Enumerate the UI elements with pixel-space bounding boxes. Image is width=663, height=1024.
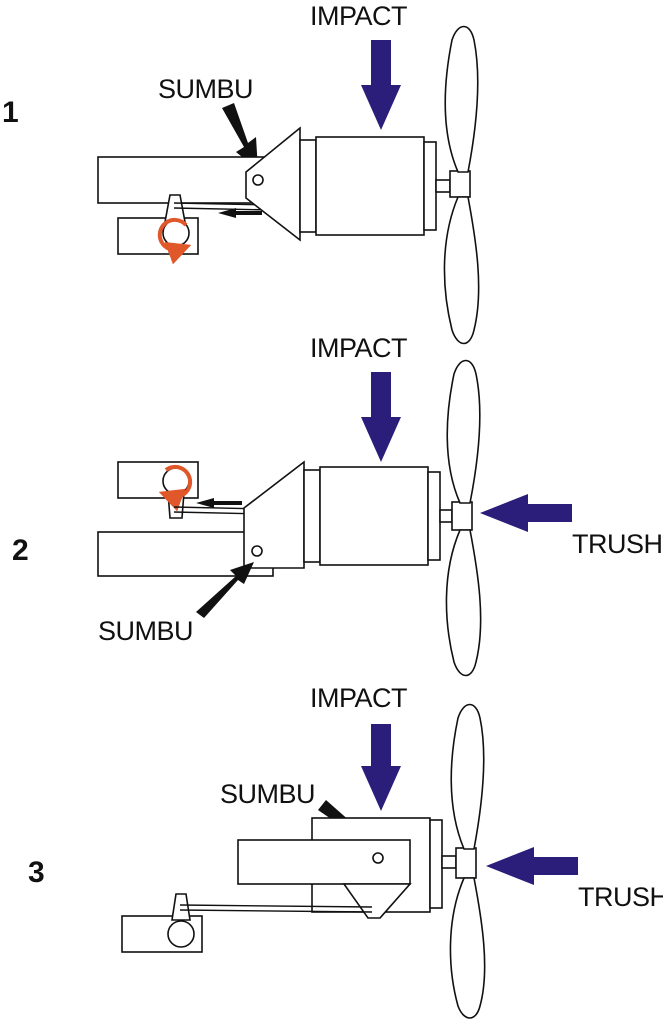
panel-1: 1 IMPACT SUMBU (2, 1, 480, 345)
panel-number: 1 (2, 96, 19, 129)
panel-2: 2 IMPACT SUMBU TRUSH (12, 333, 663, 677)
thrust-label: TRUSH (578, 882, 663, 912)
propeller-blade-bottom (445, 529, 482, 677)
propeller-blade-top (446, 359, 481, 504)
motor-body (315, 136, 425, 236)
motor-shaft (441, 855, 457, 869)
motor-rear-cap (303, 469, 321, 563)
rotation-arrow (157, 217, 192, 265)
panel-number: 2 (12, 534, 29, 567)
propeller-hub (451, 501, 473, 531)
impact-arrow (361, 724, 401, 811)
panel-3: 3 IMPACT SUMBU TRUSH (28, 683, 663, 1019)
pivot-label: SUMBU (98, 616, 193, 646)
propeller-blade-bottom (443, 196, 480, 345)
motor-shaft (439, 509, 453, 523)
propeller-blade-top (450, 703, 485, 850)
motor-rear-cap (299, 139, 317, 233)
propeller-hub (455, 847, 477, 879)
motor-front-cap (423, 141, 437, 231)
fuselage-stick (237, 839, 411, 885)
pivot-point (251, 545, 263, 557)
motor-shaft (435, 179, 451, 193)
panel-number: 3 (28, 856, 45, 889)
thrust-label: TRUSH (572, 529, 663, 559)
pivot-pointer-arrow (222, 103, 258, 170)
thrust-arrow (480, 494, 572, 532)
propeller-blade-top (444, 25, 479, 173)
pushrod-lower (179, 909, 373, 913)
pushrod-direction-arrow (196, 498, 242, 508)
servo-horn (171, 893, 191, 921)
motor-mount-plate (245, 126, 301, 242)
pivot-label: SUMBU (158, 74, 253, 104)
servo-wheel (167, 920, 195, 948)
impact-label: IMPACT (310, 683, 407, 713)
pushrod (179, 904, 373, 908)
impact-arrow (361, 372, 401, 462)
rotation-arrow (158, 464, 193, 512)
thrust-arrow (486, 847, 578, 885)
pivot-label: SUMBU (220, 779, 315, 809)
pushrod-lower (173, 207, 273, 211)
pushrod-direction-arrow (218, 208, 262, 218)
propeller-blade-bottom (449, 877, 486, 1019)
pivot-pointer-arrow (196, 562, 254, 618)
motor-body (319, 466, 429, 566)
motor-front-cap (429, 819, 443, 909)
impact-label: IMPACT (310, 1, 407, 31)
motor-mount-plate (243, 460, 305, 569)
motor-front-cap (427, 471, 441, 561)
pivot-point (372, 852, 384, 864)
impact-arrow (361, 40, 401, 130)
propeller-hub (449, 170, 471, 198)
pivot-point (252, 174, 264, 186)
impact-label: IMPACT (310, 333, 407, 363)
